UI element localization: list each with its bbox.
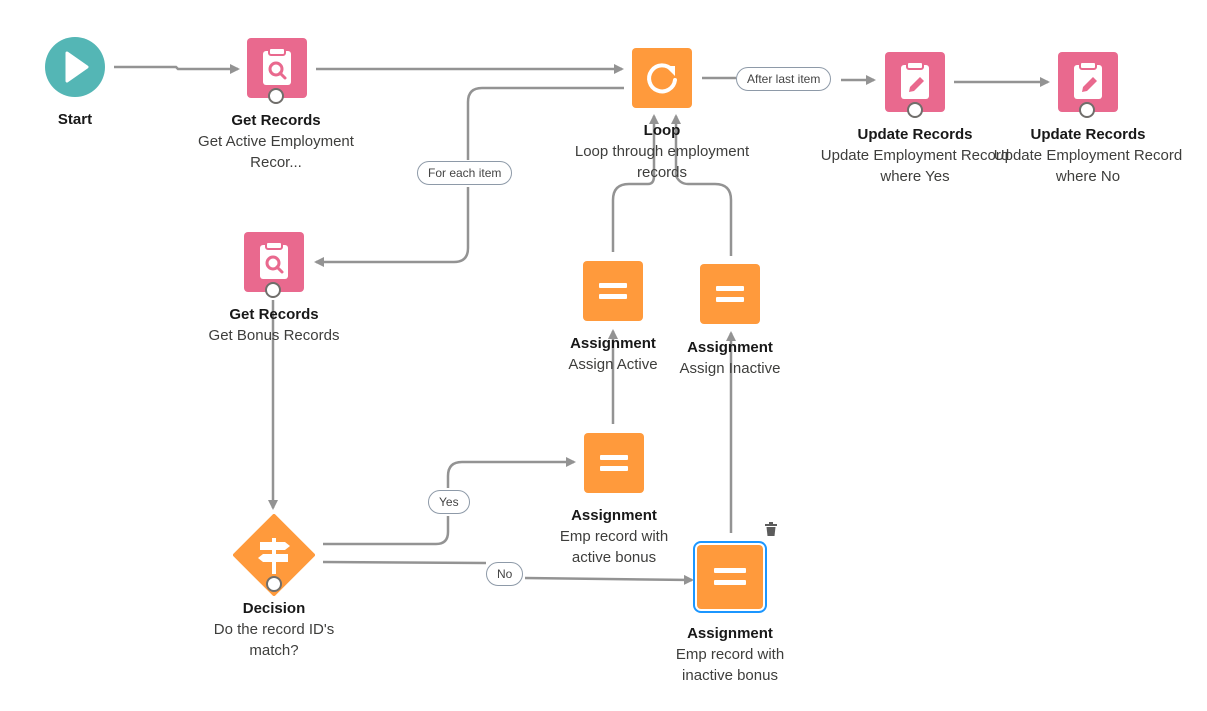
play-icon: [45, 37, 105, 97]
assign-active-label: Assignment Assign Active: [513, 333, 713, 375]
decision-label: Decision Do the record ID's match?: [174, 598, 374, 661]
loop-title: Loop: [643, 122, 681, 139]
loop-subtitle: Loop through employment records: [574, 143, 750, 181]
trash-icon[interactable]: [764, 521, 778, 542]
emp-active-bonus-title: Assignment: [571, 507, 657, 524]
node-connector[interactable]: [266, 576, 282, 592]
equals-icon: [583, 261, 643, 321]
get-active-records-title: Get Records: [231, 112, 321, 129]
edge-start-get-active: [114, 64, 240, 74]
assign-active-title: Assignment: [570, 335, 656, 352]
edge-decision-yes: [323, 516, 450, 546]
edge-decision-no: [322, 560, 487, 565]
get-active-records-label: Get Records Get Active Employment Recor.…: [176, 110, 376, 173]
decision-subtitle: Do the record ID's match?: [213, 621, 335, 659]
node-connector[interactable]: [1079, 102, 1095, 118]
assign-active-subtitle: Assign Active: [568, 356, 658, 373]
edge-loop-for-each: [466, 86, 624, 160]
start-label: Start: [0, 109, 175, 130]
decision-title: Decision: [242, 600, 306, 617]
equals-icon: [700, 264, 760, 324]
node-connector[interactable]: [268, 88, 284, 104]
node-connector[interactable]: [907, 102, 923, 118]
emp-inactive-bonus-label: Assignment Emp record with inactive bonu…: [630, 623, 830, 686]
get-bonus-records-subtitle: Get Bonus Records: [208, 327, 340, 344]
clipboard-search-icon: [244, 232, 304, 292]
clipboard-edit-icon: [1058, 52, 1118, 112]
update-records-yes-label: Update Records Update Employment Record …: [815, 124, 1015, 187]
equals-icon: [584, 433, 644, 493]
signpost-icon: [233, 514, 315, 596]
equals-icon: [697, 545, 763, 609]
update-records-no-subtitle: Update Employment Record where No: [993, 147, 1183, 185]
edge-label-for-each-item[interactable]: For each item: [417, 161, 513, 185]
get-bonus-records-label: Get Records Get Bonus Records: [174, 304, 374, 346]
edge-assign-active-loop: [611, 114, 659, 252]
assign-inactive-title: Assignment: [687, 339, 773, 356]
edge-label-after-last-item[interactable]: After last item: [736, 67, 832, 91]
emp-inactive-bonus-subtitle: Emp record with inactive bonus: [675, 646, 785, 684]
clipboard-edit-icon: [885, 52, 945, 112]
loop-icon: [632, 48, 692, 108]
get-active-records-subtitle: Get Active Employment Recor...: [198, 133, 354, 171]
start-title: Start: [57, 111, 93, 128]
edge-label-yes[interactable]: Yes: [428, 490, 470, 514]
update-records-yes-subtitle: Update Employment Record where Yes: [820, 147, 1010, 185]
edge-assign-inactive-loop: [671, 114, 733, 256]
node-connector[interactable]: [265, 282, 281, 298]
get-bonus-records-title: Get Records: [229, 306, 319, 323]
update-records-no-title: Update Records: [1030, 126, 1146, 143]
update-records-yes-title: Update Records: [857, 126, 973, 143]
update-records-no-label: Update Records Update Employment Record …: [988, 124, 1188, 187]
loop-label: Loop Loop through employment records: [562, 120, 762, 183]
assign-inactive-label: Assignment Assign Inactive: [630, 337, 830, 379]
edge-label-no[interactable]: No: [486, 562, 524, 586]
assign-inactive-subtitle: Assign Inactive: [679, 360, 781, 377]
emp-active-bonus-subtitle: Emp record with active bonus: [559, 528, 669, 566]
emp-inactive-bonus-title: Assignment: [687, 625, 773, 642]
emp-active-bonus-label: Assignment Emp record with active bonus: [514, 505, 714, 568]
